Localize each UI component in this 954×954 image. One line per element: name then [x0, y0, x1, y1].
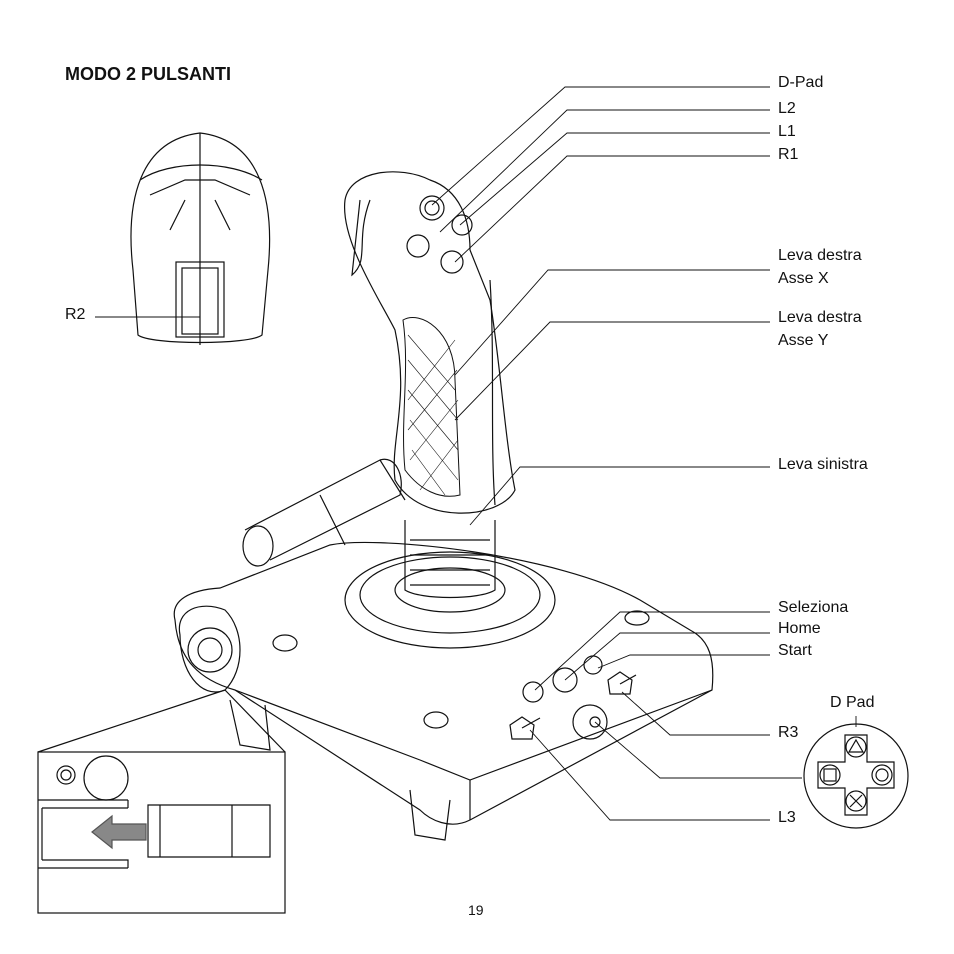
label-home: Home — [778, 620, 821, 637]
triangle-button-icon — [845, 736, 867, 758]
label-l1: L1 — [778, 123, 796, 140]
label-l2: L2 — [778, 100, 796, 117]
label-r2: R2 — [65, 306, 86, 323]
label-left-stick: Leva sinistra — [778, 456, 868, 473]
joystick-stick — [344, 171, 516, 599]
square-button-icon — [819, 764, 841, 786]
cross-button-icon — [845, 790, 867, 812]
label-right-x-2: Asse X — [778, 270, 829, 287]
label-r3: R3 — [778, 724, 799, 741]
label-right-y-1: Leva destra — [778, 309, 862, 326]
label-dpad: D-Pad — [778, 74, 824, 91]
section-title: MODO 2 PULSANTI — [65, 64, 232, 84]
label-l3: L3 — [778, 809, 796, 826]
joystick-base — [173, 458, 714, 841]
label-start: Start — [778, 642, 812, 659]
mode-switch-inset — [37, 689, 286, 914]
page-number: 19 — [468, 902, 484, 918]
label-dpad-inset: D Pad — [830, 694, 875, 711]
leader-lines — [95, 86, 857, 821]
label-r1: R1 — [778, 146, 799, 163]
label-right-x-1: Leva destra — [778, 247, 862, 264]
label-right-y-2: Asse Y — [778, 332, 829, 349]
grip-rear-view — [130, 132, 271, 345]
label-select: Seleziona — [778, 599, 849, 616]
circle-button-icon — [871, 764, 893, 786]
dpad-diagram — [803, 723, 909, 829]
